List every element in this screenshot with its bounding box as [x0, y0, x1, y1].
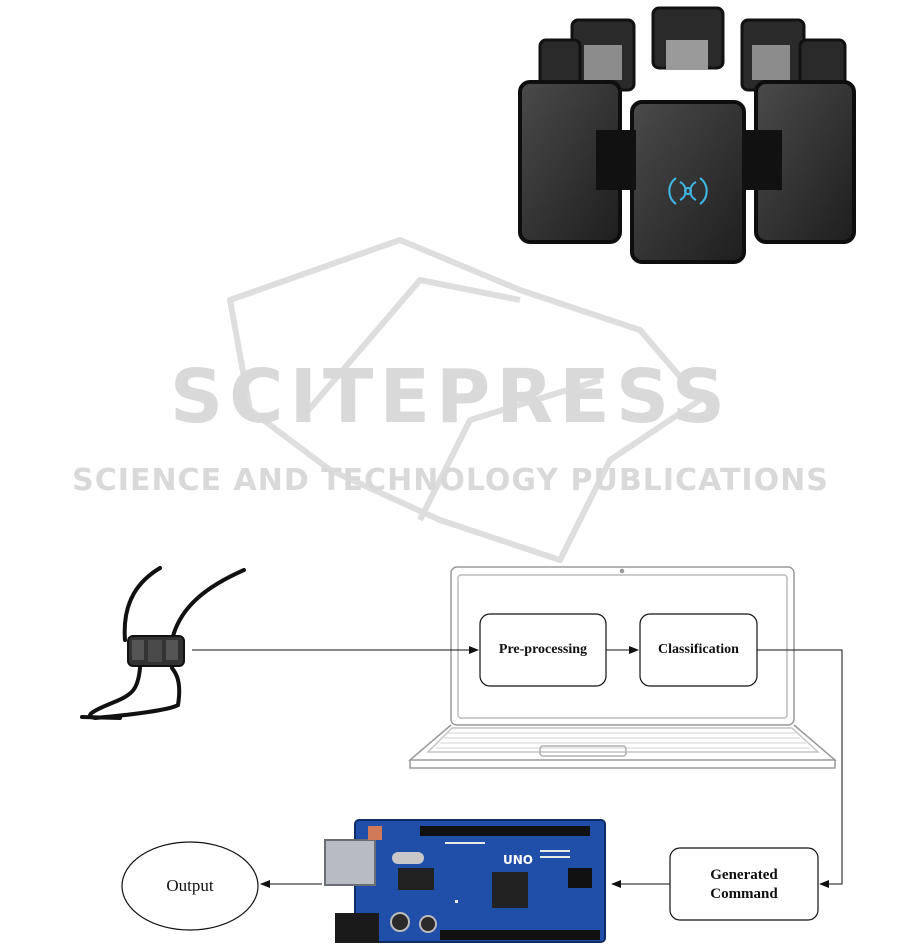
laptop-outline [410, 567, 835, 768]
generated-command-label: Generated Command [670, 866, 818, 904]
armband-photo [517, 0, 857, 270]
preprocessing-label: Pre-processing [480, 641, 606, 659]
output-label: Output [122, 875, 258, 896]
board-label: UNO [503, 853, 533, 867]
arduino-board: UNO [325, 820, 605, 943]
generated-command-line2: Command [710, 886, 778, 902]
armband-small [128, 636, 184, 666]
generated-command-line1: Generated [710, 867, 777, 883]
classification-label: Classification [640, 641, 757, 659]
